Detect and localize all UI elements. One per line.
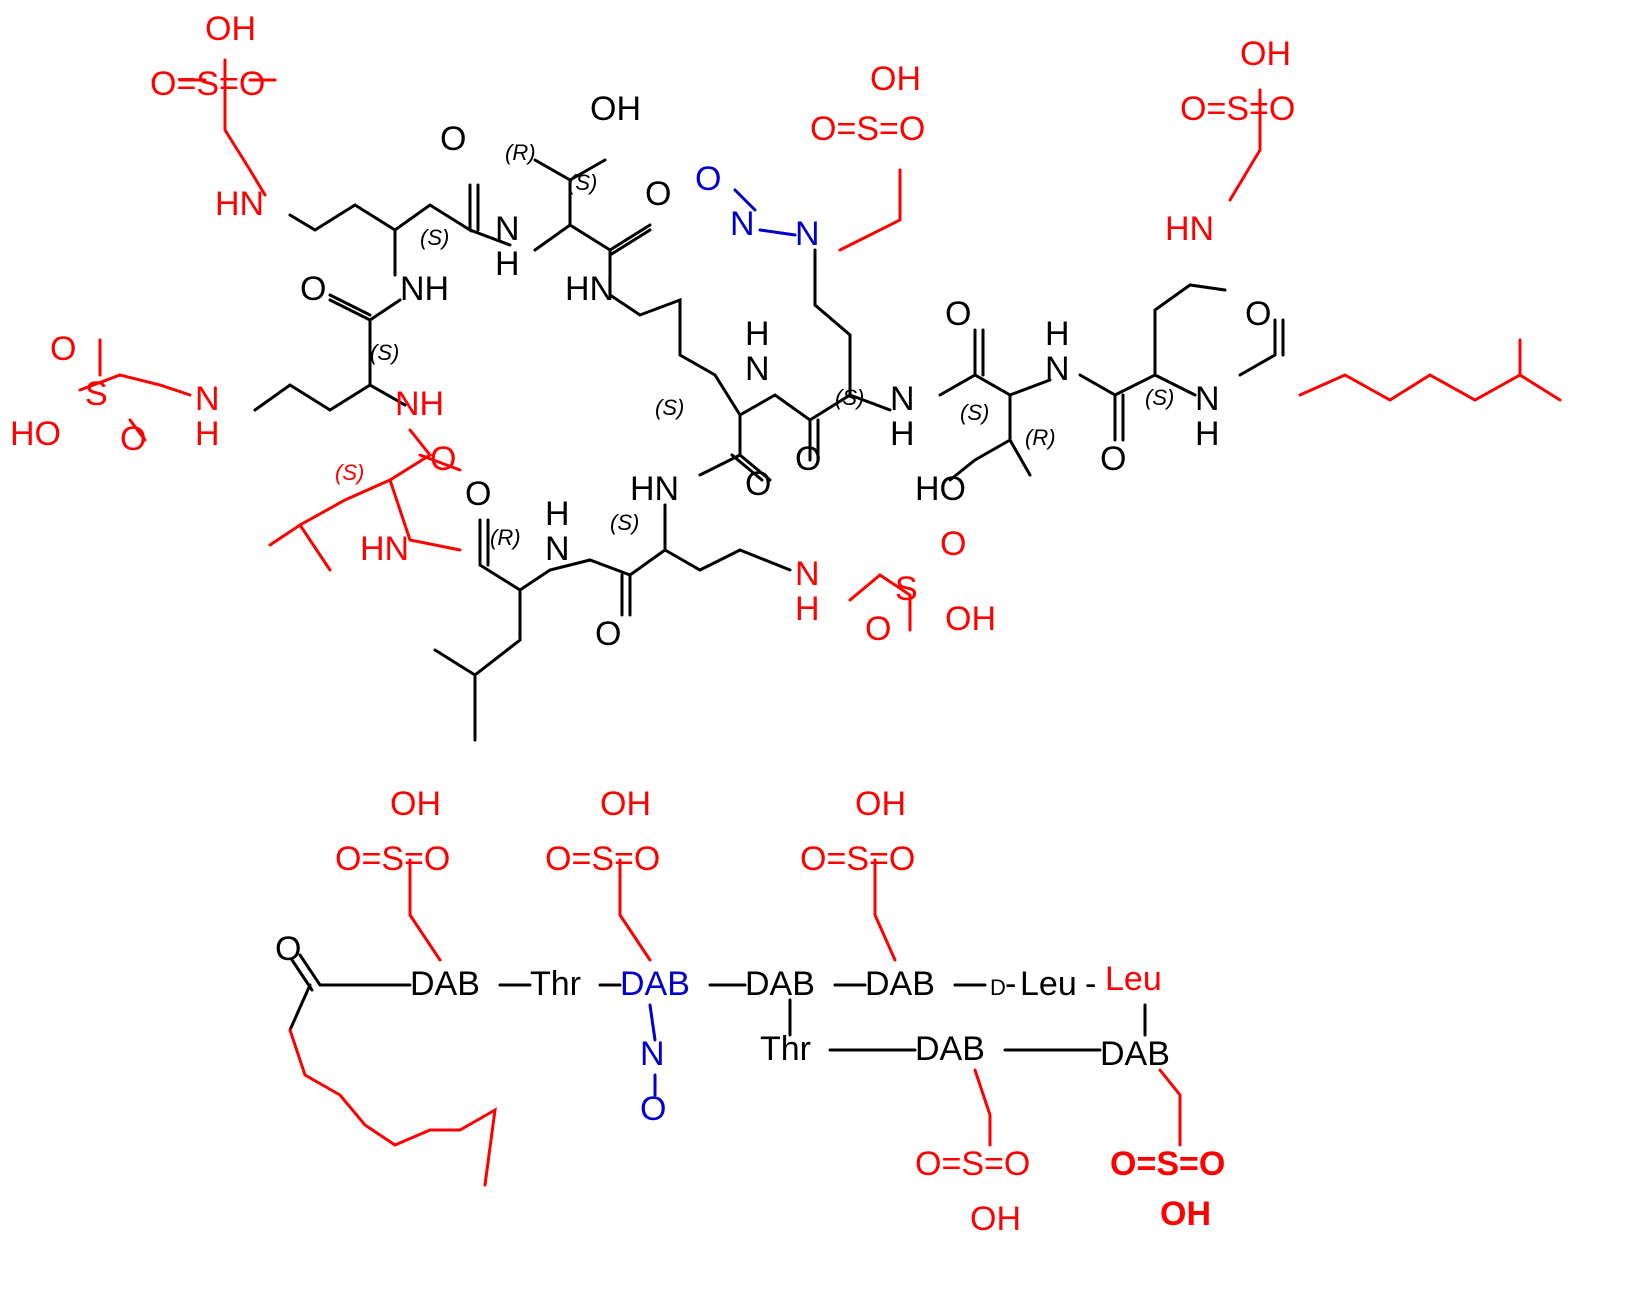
stereo-label: (R)	[505, 140, 536, 165]
red-sulfo-hn-label: HN	[1165, 210, 1214, 248]
amide-nh-label: H	[1045, 315, 1070, 353]
amide-nh-label: H	[495, 245, 520, 283]
red-sulfo-h-label: H	[195, 415, 220, 453]
structure-atom-labels: OH O O O O O O O O O O HO NH N H HN H N …	[10, 10, 1295, 653]
amide-nh-label: H	[545, 495, 570, 533]
nitroso-amine-n-label: N	[795, 215, 820, 253]
amide-nh-label: N	[1195, 380, 1220, 418]
amide-nh-label: HN	[565, 270, 614, 308]
amide-nh-label: N	[545, 530, 570, 568]
amide-nh-label: N	[495, 210, 520, 248]
amide-nh-label: H	[745, 315, 770, 353]
residue-dab-label: DAB	[1100, 1035, 1170, 1073]
nitroso-o-label: O	[695, 160, 721, 198]
sequence-bonds	[288, 858, 1182, 1187]
carbonyl-o-label: O	[745, 465, 771, 503]
sulfo-oh-label: OH	[1240, 35, 1291, 73]
sulfo-oh-label: OH	[855, 785, 906, 823]
stereo-label: (R)	[490, 525, 521, 550]
sulfo-oh-label: OH	[600, 785, 651, 823]
carbonyl-o-label: O	[1100, 440, 1126, 478]
sequence-diagram: O DAB Thr DAB DAB DAB D - Leu - Leu Thr …	[275, 785, 1225, 1238]
carbonyl-o-label: O	[465, 475, 491, 513]
residue-thr-label: Thr	[760, 1030, 811, 1068]
stereo-label: (S)	[420, 225, 449, 250]
sulfo-oh-label: OH	[870, 60, 921, 98]
amide-nh-label: N	[1045, 350, 1070, 388]
residue-sep-label: -	[1005, 965, 1016, 1003]
sulfo-ho-label: HO	[10, 415, 61, 453]
red-sulfo-hn-label: HN	[215, 185, 264, 223]
sulfo-oh-label: OH	[970, 1200, 1021, 1238]
nitroso-bonds	[733, 188, 797, 237]
sulfo-o-label: O	[940, 525, 966, 563]
nitroso-n-label: N	[640, 1035, 665, 1073]
sulfo-s-label: S	[85, 375, 108, 413]
sulfo-oh-label: OH	[205, 10, 256, 48]
residue-leu-red-label: Leu	[1105, 960, 1162, 998]
thr-bottom-ho-label: HO	[915, 470, 966, 508]
stereo-label: (S)	[960, 400, 989, 425]
amide-nh-label: NH	[400, 270, 449, 308]
thr-top-oh-label: OH	[590, 90, 641, 128]
sulfo-group-label: O=S=O	[800, 840, 915, 878]
amide-nh-label: HN	[630, 470, 679, 508]
sulfo-group-label: O=S=O	[1180, 90, 1295, 128]
carbonyl-o-label: O	[795, 440, 821, 478]
sulfo-oh-label: OH	[390, 785, 441, 823]
modification-bonds	[78, 58, 1562, 632]
residue-sep-label: -	[1085, 965, 1096, 1003]
backbone-bonds	[253, 158, 1285, 742]
stereo-label: (S)	[370, 340, 399, 365]
carbonyl-o-label: O	[595, 615, 621, 653]
sulfo-group-label: O=S=O	[545, 840, 660, 878]
sulfo-group-label: O=S=O	[1110, 1145, 1225, 1183]
residue-dab-label: DAB	[915, 1030, 985, 1068]
stereo-label: (S)	[655, 395, 684, 420]
stereo-label: (S)	[568, 170, 597, 195]
carbonyl-o-label: O	[300, 270, 326, 308]
residue-thr-label: Thr	[530, 965, 581, 1003]
amide-nh-label: H	[1195, 415, 1220, 453]
sulfo-o-label: O	[865, 610, 891, 648]
carbonyl-o-label: O	[645, 175, 671, 213]
red-amide-hn-label: HN	[360, 530, 409, 568]
sulfo-s-label: S	[895, 570, 918, 608]
carbonyl-o-label: O	[945, 295, 971, 333]
amide-nh-label: H	[890, 415, 915, 453]
nitroso-n-label: N	[730, 205, 755, 243]
stereo-label: (S)	[1145, 385, 1174, 410]
sulfo-o-label: O	[50, 330, 76, 368]
carbonyl-o-label: O	[1245, 295, 1271, 333]
residue-d-prefix-label: D	[990, 975, 1006, 1000]
red-sulfo-n-label: N	[195, 380, 220, 418]
residue-leu-label: Leu	[1020, 965, 1077, 1003]
carbonyl-o-label: O	[440, 120, 466, 158]
residue-dab-label: DAB	[745, 965, 815, 1003]
stereo-label: (R)	[1025, 425, 1056, 450]
sulfo-group-label: O=S=O	[915, 1145, 1030, 1183]
red-sulfo-h-label: H	[795, 590, 820, 628]
sulfo-oh-label: OH	[1160, 1195, 1211, 1233]
residue-dab-nitroso-label: DAB	[620, 965, 690, 1003]
sulfo-group-label: O=S=O	[150, 65, 265, 103]
residue-dab-label: DAB	[410, 965, 480, 1003]
stereo-label: (S)	[610, 510, 639, 535]
stereo-label: (S)	[835, 385, 864, 410]
sulfo-o-label: O	[120, 420, 146, 458]
sulfo-group-label: O=S=O	[335, 840, 450, 878]
amide-nh-label: N	[890, 380, 915, 418]
sulfo-group-label: O=S=O	[810, 110, 925, 148]
amide-nh-label: N	[745, 350, 770, 388]
sulfo-oh-label: OH	[945, 600, 996, 638]
residue-dab-label: DAB	[865, 965, 935, 1003]
cyclic-peptide-structure	[78, 58, 1562, 742]
red-carbonyl-o-label: O	[430, 440, 456, 478]
stereo-label: (S)	[335, 460, 364, 485]
nitroso-o-label: O	[640, 1090, 666, 1128]
red-sulfo-n-label: N	[795, 555, 820, 593]
acyl-o-label: O	[275, 930, 301, 968]
red-amide-nh-label: NH	[395, 385, 444, 423]
